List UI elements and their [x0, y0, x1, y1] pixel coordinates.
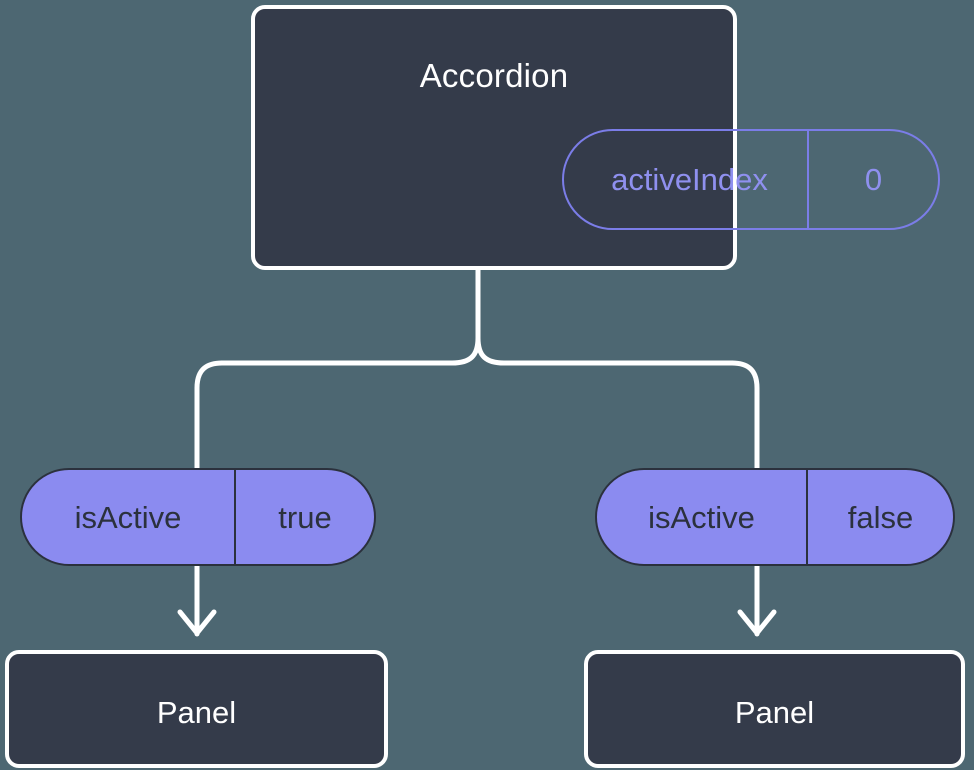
- connector-split-left: [219, 335, 481, 366]
- prop-pill-value: false: [847, 499, 914, 535]
- arrow-right-pill-to-panel: [737, 563, 777, 637]
- state-pill-key: activeIndex: [564, 131, 809, 228]
- state-pill-active-index[interactable]: activeIndex 0: [562, 129, 940, 230]
- panel-component-node-right[interactable]: Panel: [584, 650, 965, 768]
- state-pill-value: 0: [864, 162, 883, 197]
- connector-elbow-left: [194, 360, 225, 473]
- accordion-component-node[interactable]: Accordion activeIndex 0: [251, 5, 940, 270]
- connector-elbow-right: [729, 360, 760, 473]
- panel-label: Panel: [156, 695, 237, 730]
- accordion-title: Accordion: [419, 57, 569, 94]
- prop-pill-is-active-false[interactable]: isActive false: [595, 468, 955, 566]
- prop-pill-value: true: [278, 499, 332, 535]
- panel-label: Panel: [734, 695, 815, 730]
- connector-split-right: [475, 335, 735, 366]
- panel-component-node-left[interactable]: Panel: [5, 650, 388, 768]
- arrow-left-pill-to-panel: [177, 563, 217, 637]
- prop-pill-key: isActive: [22, 470, 236, 564]
- prop-pill-key: isActive: [597, 470, 808, 564]
- prop-pill-is-active-true[interactable]: isActive true: [20, 468, 376, 566]
